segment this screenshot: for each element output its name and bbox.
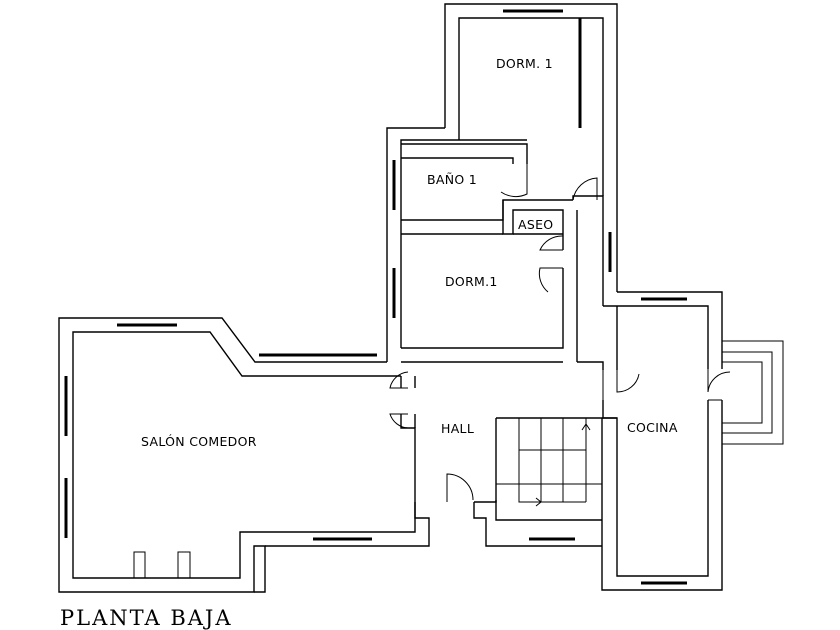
staircase <box>496 418 602 507</box>
outer-walls <box>58 3 784 593</box>
room-label-cocina: COCINA <box>627 420 678 435</box>
interior-walls <box>400 139 618 532</box>
room-label-dorm1-mid: DORM.1 <box>445 274 498 289</box>
room-label-salon: SALÓN COMEDOR <box>141 434 257 449</box>
room-label-hall: HALL <box>441 421 474 436</box>
doors <box>389 164 731 502</box>
room-label-aseo: ASEO <box>518 217 553 232</box>
room-label-dorm1-top: DORM. 1 <box>496 56 553 71</box>
room-labels: DORM. 1 BAÑO 1 ASEO DORM.1 SALÓN COMEDOR… <box>141 56 678 449</box>
windows <box>64 9 687 585</box>
room-label-bano1: BAÑO 1 <box>427 172 477 187</box>
plan-title: PLANTA BAJA <box>60 606 233 630</box>
